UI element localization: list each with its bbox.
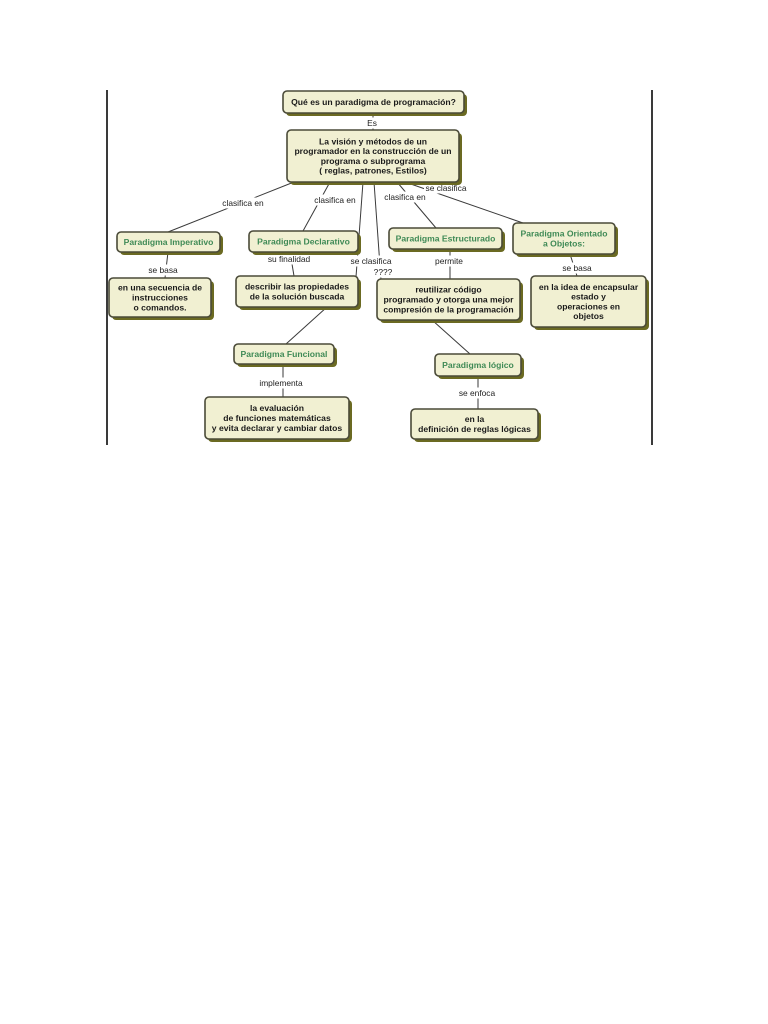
node-text-line: Paradigma Funcional	[241, 349, 328, 359]
node-text-line: instrucciones	[132, 293, 188, 303]
node-text-line: de funciones matemáticas	[223, 413, 331, 423]
edge-label-se-enfoca: se enfoca	[459, 388, 496, 398]
node-funcional: Paradigma Funcional	[233, 343, 337, 367]
node-text-line: y evita declarar y cambiar datos	[212, 423, 343, 433]
node-text-line: Paradigma Declarativo	[257, 237, 350, 247]
node-box	[530, 275, 647, 328]
edge-label-background	[457, 387, 497, 399]
node-text-line: estado y	[571, 292, 606, 302]
edge-label-clasifica-en-3: clasifica en	[384, 192, 426, 202]
node-box	[512, 222, 616, 255]
edge-label-es: Es	[367, 118, 377, 128]
edge-label-background	[560, 262, 594, 274]
node-box	[286, 129, 460, 183]
connector-line	[302, 181, 331, 232]
edge-label-se-basa-2: se basa	[562, 263, 592, 273]
node-title: Qué es un paradigma de programación?	[282, 90, 467, 116]
node-box	[233, 343, 335, 365]
node-text-line: en la idea de encapsular	[539, 282, 639, 292]
node-text-line: programado y otorga una mejor	[384, 295, 515, 305]
edge-label-background	[146, 264, 180, 276]
node-text-line: describir las propiedades	[245, 282, 349, 292]
node-declarativo: Paradigma Declarativo	[248, 230, 361, 255]
edge-label-unknown: ????	[374, 267, 393, 277]
node-text-line: Paradigma Orientado	[521, 229, 608, 239]
node-text-line: Paradigma lógico	[442, 360, 514, 370]
node-text-line: programador en la construcción de un	[294, 146, 451, 156]
diagram-frame	[106, 90, 653, 445]
node-text-line: o comandos.	[133, 302, 186, 312]
node-text-line: de la solución buscada	[250, 291, 345, 301]
edge-label-su-finalidad: su finalidad	[268, 254, 311, 264]
edge-label-clasifica-en-1: clasifica en	[222, 198, 264, 208]
edge-label-clasifica-en-2: clasifica en	[314, 195, 356, 205]
node-text-line: Paradigma Imperativo	[124, 237, 214, 247]
edge-label-background	[365, 117, 379, 129]
edge-label-background	[257, 377, 305, 389]
edge-label-background	[372, 266, 395, 278]
node-text-line: operaciones en	[557, 301, 620, 311]
node-box	[116, 231, 221, 253]
node-text-line: la evaluación	[250, 403, 304, 413]
edge-label-background	[312, 194, 358, 206]
node-text-line: a Objetos:	[543, 238, 585, 248]
edge-label-background	[266, 253, 313, 265]
node-text-line: reutilizar código	[415, 285, 481, 295]
node-text-line: en una secuencia de	[118, 283, 202, 293]
node-box	[410, 408, 539, 440]
node-box	[376, 278, 521, 321]
node-text-line: La visión y métodos de un	[319, 136, 427, 146]
edge-label-se-clasifica-1: se clasifica	[426, 183, 467, 193]
node-box	[434, 353, 522, 377]
edge-label-permite: permite	[435, 256, 463, 266]
node-text-line: ( reglas, patrones, Estilos)	[319, 166, 427, 176]
node-box	[204, 396, 350, 440]
node-imperativo: Paradigma Imperativo	[116, 231, 223, 255]
node-text-line: definición de reglas lógicas	[418, 424, 531, 434]
edge-label-background	[349, 255, 394, 267]
edge-label-implementa: implementa	[259, 378, 303, 388]
node-text-line: programa o subprograma	[321, 156, 426, 166]
connector-line	[396, 181, 437, 229]
node-text-line: objetos	[573, 311, 604, 321]
edge-label-background	[382, 191, 428, 203]
node-estructurado: Paradigma Estructurado	[388, 227, 505, 252]
node-box	[108, 277, 212, 318]
edge-label-background	[220, 197, 266, 209]
node-logico: Paradigma lógico	[434, 353, 524, 379]
edge-label-se-clasifica-2: se clasifica	[351, 256, 392, 266]
node-box	[388, 227, 503, 250]
connector-line	[285, 306, 328, 345]
nodes: Qué es un paradigma de programación? La v…	[108, 90, 649, 442]
node-box	[248, 230, 359, 253]
node-text-line: Paradigma Estructurado	[396, 234, 496, 244]
edge-label-se-basa-1: se basa	[148, 265, 178, 275]
connector-line	[431, 319, 471, 355]
edge-label-background	[424, 182, 469, 194]
node-text-line: en la	[465, 414, 485, 424]
edge-label-background	[433, 255, 465, 267]
node-text-line: compresión de la programación	[383, 304, 513, 314]
node-box	[235, 275, 359, 308]
node-text-line: Qué es un paradigma de programación?	[291, 97, 456, 107]
node-box	[282, 90, 465, 114]
